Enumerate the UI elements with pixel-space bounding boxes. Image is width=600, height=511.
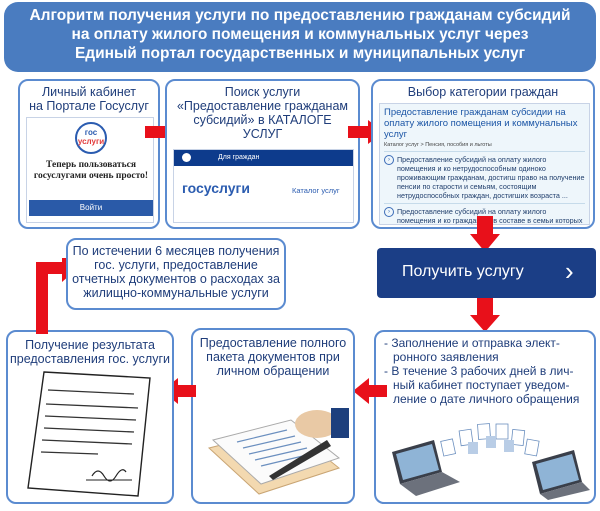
category-screenshot: Предоставление гражданам субсидии на опл… [379,103,590,225]
step-personal-cabinet: Личный кабинет на Портале Госуслуг гос у… [18,79,160,229]
login-greeting: Теперь пользоваться госуслугами очень пр… [33,160,149,181]
for-citizens-menu[interactable]: Для граждан [218,154,260,161]
catalog-logo: госуслуги [182,180,250,196]
title-line-2: на оплату жилого помещения и коммунальны… [71,26,529,43]
chevron-right-icon: › [565,256,574,286]
service-title: Предоставление гражданам субсидии на опл… [384,107,578,140]
arrow-down-icon [470,216,500,252]
diagram-title: Алгоритм получения услуги по предоставле… [4,2,596,72]
step-documents-in-person: Предоставление полного пакета документов… [191,328,355,504]
step2-caption: Поиск услуги «Предоставление гражданам с… [176,85,349,141]
get-service-button[interactable]: Получить услугу › [377,248,596,298]
get-service-label: Получить услугу [402,263,524,280]
step5-caption: Предоставление полного пакета документов… [199,336,347,378]
login-screenshot: гос услуги Теперь пользоваться госуслуга… [26,117,154,223]
step7-text: По истечении 6 месяцев получения гос. ус… [72,244,280,300]
step6-caption: Получение результата предоставления гос.… [9,338,171,366]
category-option-1[interactable]: › Предоставление субсидий на оплату жило… [384,151,585,200]
title-line-1: Алгоритм получения услуги по предоставле… [29,7,571,24]
catalog-top-bar: Для граждан [174,150,353,166]
emblem-icon [182,153,191,162]
chevron-right-icon: › [384,207,394,217]
arrow-down-icon [470,298,500,332]
signing-document-illustration [207,408,349,495]
title-line-3: Единый портал государственных и муниципа… [74,45,526,62]
catalog-label[interactable]: Каталог услуг [292,186,340,195]
signed-document-illustration [27,371,151,497]
breadcrumb[interactable]: Каталог услуг > Пенсия, пособия и льготы [384,142,492,148]
catalog-screenshot: Для граждан госуслуги Каталог услуг [173,149,354,223]
step-application-submission: - Заполнение и отправка элект- ронного з… [374,330,596,504]
step-expense-reporting: По истечении 6 месяцев получения гос. ус… [66,238,286,310]
step3-caption: Выбор категории граждан [407,85,559,99]
step-catalog-search: Поиск услуги «Предоставление гражданам с… [165,79,360,229]
step-category-selection: Выбор категории граждан Предоставление г… [371,79,595,229]
step4-text: - Заполнение и отправка элект- ронного з… [384,336,580,406]
laptops-transfer-illustration [392,423,590,500]
gosuslugi-logo: гос услуги [75,122,107,154]
step1-caption: Личный кабинет на Портале Госуслуг [29,85,149,113]
arrow-left-icon [353,378,387,404]
step-receive-result: Получение результата предоставления гос.… [6,330,174,504]
chevron-right-icon: › [384,155,394,165]
login-button[interactable]: Войти [29,200,153,216]
